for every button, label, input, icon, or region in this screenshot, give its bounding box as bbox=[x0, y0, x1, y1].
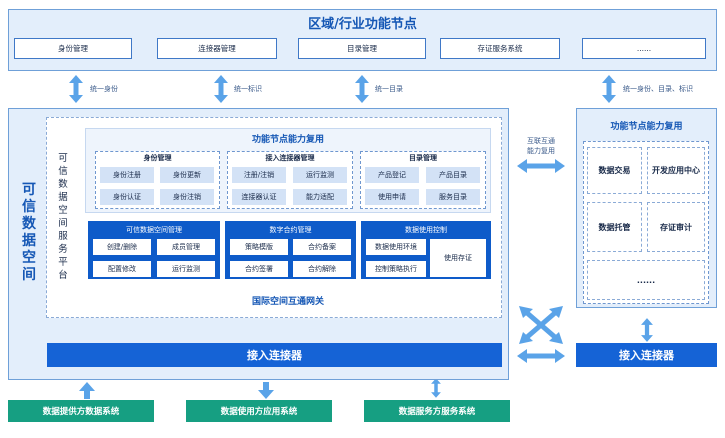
cell-policy-execution[interactable]: 控制策略执行 bbox=[366, 261, 426, 277]
catalog-management-box[interactable]: 目录管理 bbox=[298, 38, 426, 59]
cell-policy-template[interactable]: 策略模版 bbox=[230, 239, 288, 255]
regional-node-title: 区域/行业功能节点 bbox=[308, 16, 417, 32]
connector-management-box[interactable]: 连接器管理 bbox=[157, 38, 277, 59]
cell-contract-filing[interactable]: 合约备案 bbox=[293, 239, 351, 255]
arrow-right-connector-icon bbox=[641, 318, 653, 342]
cell-connector-auth[interactable]: 连接器认证 bbox=[232, 189, 286, 205]
cell-evidence-audit[interactable]: 存证审计 bbox=[647, 202, 705, 252]
cell-connector-adapt[interactable]: 能力适配 bbox=[293, 189, 347, 205]
arrow-bottom-provider-icon bbox=[79, 382, 95, 399]
cell-contract-terminate[interactable]: 合约解除 bbox=[293, 261, 351, 277]
block-usage-title: 数据使用控制 bbox=[405, 226, 447, 234]
arrow-label-icon bbox=[214, 75, 228, 103]
arrow-cross-icon bbox=[519, 306, 563, 344]
arrow-bottom-user-icon bbox=[258, 382, 274, 399]
cell-member-management[interactable]: 成员管理 bbox=[157, 239, 215, 255]
arrow-label-label: 统一标识 bbox=[234, 85, 262, 93]
arrow-label-right: 统一身份、目录、标识 bbox=[623, 85, 693, 93]
data-provider-system[interactable]: 数据提供方数据系统 bbox=[8, 400, 154, 422]
platform-access-connector[interactable]: 接入连接器 bbox=[47, 343, 502, 367]
cell-usage-apply[interactable]: 使用申请 bbox=[365, 189, 419, 205]
arrow-label-catalog: 统一目录 bbox=[375, 85, 403, 93]
cell-connector-register[interactable]: 注册/注销 bbox=[232, 167, 286, 183]
arrow-right-icon bbox=[602, 75, 616, 103]
cell-identity-register[interactable]: 身份注册 bbox=[100, 167, 154, 183]
block-contract-title: 数字合约管理 bbox=[269, 226, 312, 234]
arrow-catalog-icon bbox=[355, 75, 369, 103]
cell-identity-auth[interactable]: 身份认证 bbox=[100, 189, 154, 205]
cell-space-create[interactable]: 创建/删除 bbox=[93, 239, 151, 255]
cell-usage-evidence[interactable]: 使用存证 bbox=[430, 239, 486, 277]
cell-product-register[interactable]: 产品登记 bbox=[365, 167, 419, 183]
cell-service-catalog[interactable]: 服务目录 bbox=[426, 189, 480, 205]
data-service-system[interactable]: 数据服务方服务系统 bbox=[364, 400, 510, 422]
right-access-connector[interactable]: 接入连接器 bbox=[576, 343, 717, 367]
evidence-service-box[interactable]: 存证服务系统 bbox=[440, 38, 560, 59]
interconnect-label: 互联互通 能力复用 bbox=[527, 137, 555, 155]
arrow-identity-icon bbox=[69, 75, 83, 103]
cell-data-custody[interactable]: 数据托管 bbox=[587, 202, 642, 252]
cell-identity-update[interactable]: 身份更新 bbox=[160, 167, 214, 183]
cell-contract-sign[interactable]: 合约签署 bbox=[230, 261, 288, 277]
group-connector-title: 接入连接器管理 bbox=[265, 154, 315, 162]
block-space-title: 可信数据空间管理 bbox=[126, 226, 182, 234]
capability-reuse-title: 功能节点能力复用 bbox=[251, 135, 324, 145]
right-node-title: 功能节点能力复用 bbox=[610, 122, 683, 132]
more-box[interactable]: ...... bbox=[582, 38, 706, 59]
arrow-label-identity: 统一身份 bbox=[90, 85, 118, 93]
arrow-bottom-service-icon bbox=[431, 378, 441, 398]
cell-config-modify[interactable]: 配置修改 bbox=[93, 261, 151, 277]
service-platform-label: 可 信 数 据 空 间 服 务 平 台 bbox=[58, 153, 68, 281]
data-user-app-system[interactable]: 数据使用方应用系统 bbox=[186, 400, 332, 422]
cell-connector-monitor[interactable]: 运行监测 bbox=[293, 167, 347, 183]
cell-data-trading[interactable]: 数据交易 bbox=[587, 147, 642, 194]
group-catalog-title: 目录管理 bbox=[409, 154, 437, 162]
cell-space-monitor[interactable]: 运行监测 bbox=[157, 261, 215, 277]
cell-app-dev-center[interactable]: 开发应用中心 bbox=[647, 147, 705, 194]
cell-identity-cancel[interactable]: 身份注销 bbox=[160, 189, 214, 205]
trusted-data-space-title: 可 信 数 据 空 间 bbox=[22, 182, 36, 283]
cell-product-catalog[interactable]: 产品目录 bbox=[426, 167, 480, 183]
cell-usage-environment[interactable]: 数据使用环境 bbox=[366, 239, 426, 255]
arrow-connector-link-icon bbox=[517, 349, 565, 363]
cell-right-more[interactable]: ...... bbox=[587, 260, 705, 300]
identity-management-box[interactable]: 身份管理 bbox=[14, 38, 132, 59]
arrow-interconnect-icon bbox=[517, 159, 565, 173]
international-gateway: 国际空间互通网关 bbox=[251, 296, 324, 307]
group-identity-title: 身份管理 bbox=[143, 154, 172, 162]
